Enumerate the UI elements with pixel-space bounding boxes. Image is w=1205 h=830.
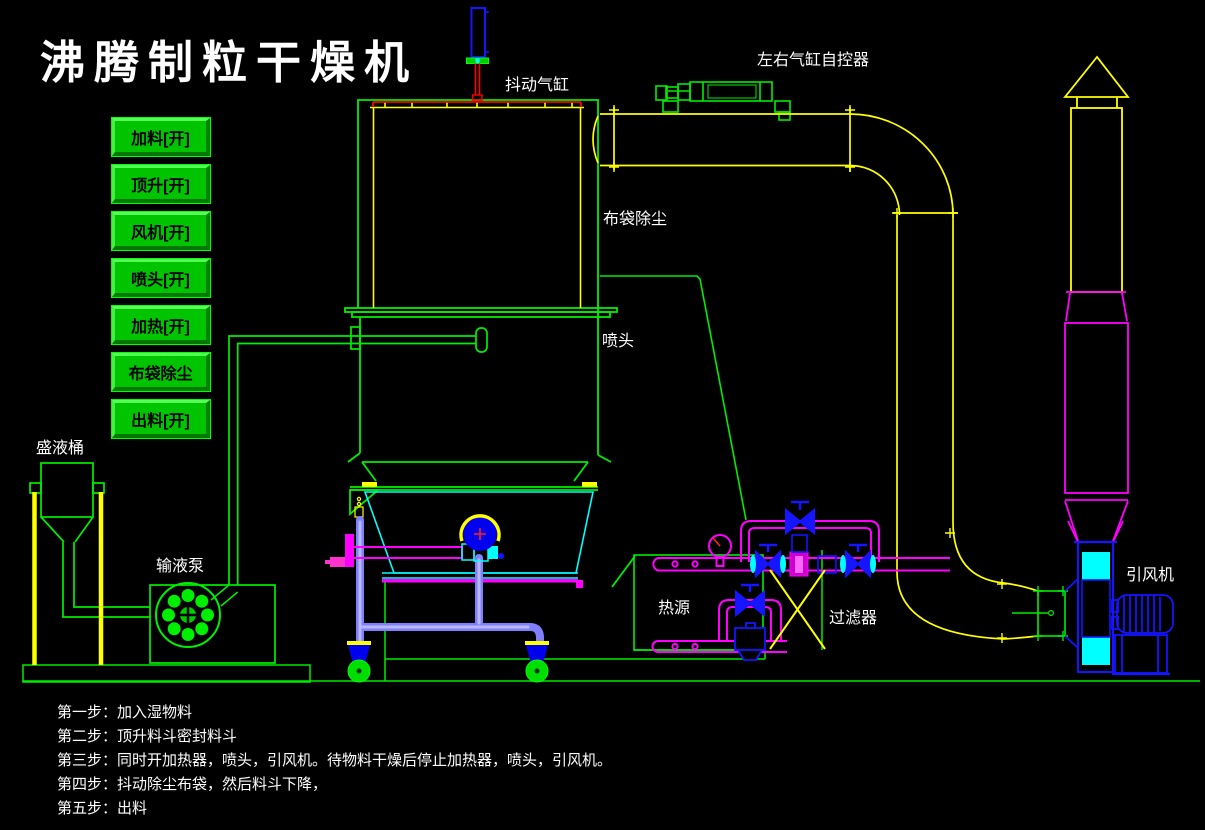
- liquid-barrel: [29, 462, 150, 665]
- chamber-top-box: [357, 99, 599, 455]
- pump-base-platform: [22, 664, 311, 683]
- caster-wheel-right: [525, 641, 549, 683]
- button-nozzle[interactable]: 喷头[开]: [112, 259, 210, 297]
- step-3: 第三步：同时开加热器，喷头，引风机。待物料干燥后停止加热器，喷头，引风机。: [57, 752, 613, 769]
- flex-joint-arc: [592, 115, 599, 164]
- page-title: 沸腾制粒干燥机: [40, 37, 419, 88]
- label-spray-nozzle: 喷头: [602, 332, 634, 350]
- step-4: 第四步：抖动除尘布袋，然后料斗下降，: [57, 776, 328, 793]
- cylinder-rod: [474, 63, 481, 95]
- induced-draft-fan: [1067, 520, 1174, 676]
- pressure-gauge: [708, 534, 732, 567]
- rod-foot: [471, 94, 483, 101]
- main-pipe: [652, 557, 950, 572]
- feed-valve-handle: [330, 557, 345, 567]
- chimney: [1063, 55, 1130, 542]
- fan-housing: [1077, 541, 1114, 673]
- lr-cylinder-controller: [655, 81, 791, 121]
- wall-gland: [350, 326, 361, 350]
- flange-gusset: [349, 489, 381, 516]
- button-discharge[interactable]: 出料[开]: [112, 400, 210, 438]
- label-heat-source: 热源: [658, 599, 690, 617]
- feed-pipe: [351, 546, 463, 559]
- cylinder-body: [470, 7, 486, 58]
- hopper-flange: [350, 486, 598, 491]
- pump-rotor-dots: [162, 589, 214, 641]
- fan-motor: [1111, 594, 1174, 676]
- valve-seats: [750, 555, 876, 573]
- label-induced-draft-fan: 引风机: [1126, 566, 1174, 584]
- button-bag-dust[interactable]: 布袋除尘: [112, 353, 210, 391]
- pipe-valves: [735, 500, 871, 618]
- burner: [734, 622, 766, 661]
- liquid-pump: [149, 582, 276, 664]
- shaking-cylinder: [466, 7, 489, 101]
- button-fan[interactable]: 风机[开]: [112, 212, 210, 250]
- shaker-rail: [372, 101, 582, 107]
- step-5: 第五步：出料: [57, 800, 148, 817]
- connector-plus-markers: [1033, 586, 1068, 641]
- spray-line: [228, 326, 488, 585]
- chimney-top: [1063, 55, 1130, 293]
- label-shaking-cylinder: 抖动气缸: [505, 75, 569, 94]
- exhaust-duct: [592, 105, 1039, 643]
- button-lift[interactable]: 顶升[开]: [112, 165, 210, 203]
- button-heating[interactable]: 加热[开]: [112, 306, 210, 344]
- label-lr-cylinder-controller: 左右气缸自控器: [757, 50, 869, 69]
- hopper-clips: [362, 482, 597, 487]
- chamber-flange-lower: [351, 311, 611, 318]
- feed-pipe-flange: [345, 534, 354, 567]
- label-liquid-pump: 输液泵: [156, 557, 204, 575]
- caster-wheel-left: [347, 641, 371, 683]
- label-liquid-barrel: 盛液桶: [36, 439, 84, 457]
- duct-plus-markers: [609, 105, 1007, 643]
- lower-pipe: [651, 599, 787, 653]
- button-feed[interactable]: 加料[开]: [112, 118, 210, 156]
- chimney-bottom: [1064, 291, 1129, 542]
- bag-filter-chute: [600, 275, 747, 521]
- inlet-air-duct: [611, 555, 636, 588]
- drying-chamber: [344, 99, 636, 588]
- trolley-cart: [325, 514, 549, 683]
- fan-inlet-connector: [1012, 578, 1079, 649]
- label-bag-dust-collector: 布袋除尘: [603, 210, 667, 228]
- barrel-legs: [32, 492, 104, 665]
- process-steps: 第一步：加入湿物料 第二步：顶升料斗密封料斗 第三步：同时开加热器，喷头，引风机…: [57, 701, 612, 821]
- left-bracket-detail: [354, 496, 364, 518]
- spray-nozzle-head: [475, 327, 488, 353]
- step-1: 第一步：加入湿物料: [57, 704, 193, 721]
- chamber-cone: [361, 461, 589, 482]
- atomizer: [459, 514, 504, 562]
- chamber-bottom-edge: [347, 452, 612, 463]
- heat-source-assembly: [633, 500, 950, 661]
- chamber-inner-walls: [370, 102, 584, 308]
- step-2: 第二步：顶升料斗密封料斗: [57, 728, 238, 745]
- label-filter: 过滤器: [829, 609, 877, 627]
- filter-cross: [769, 569, 826, 650]
